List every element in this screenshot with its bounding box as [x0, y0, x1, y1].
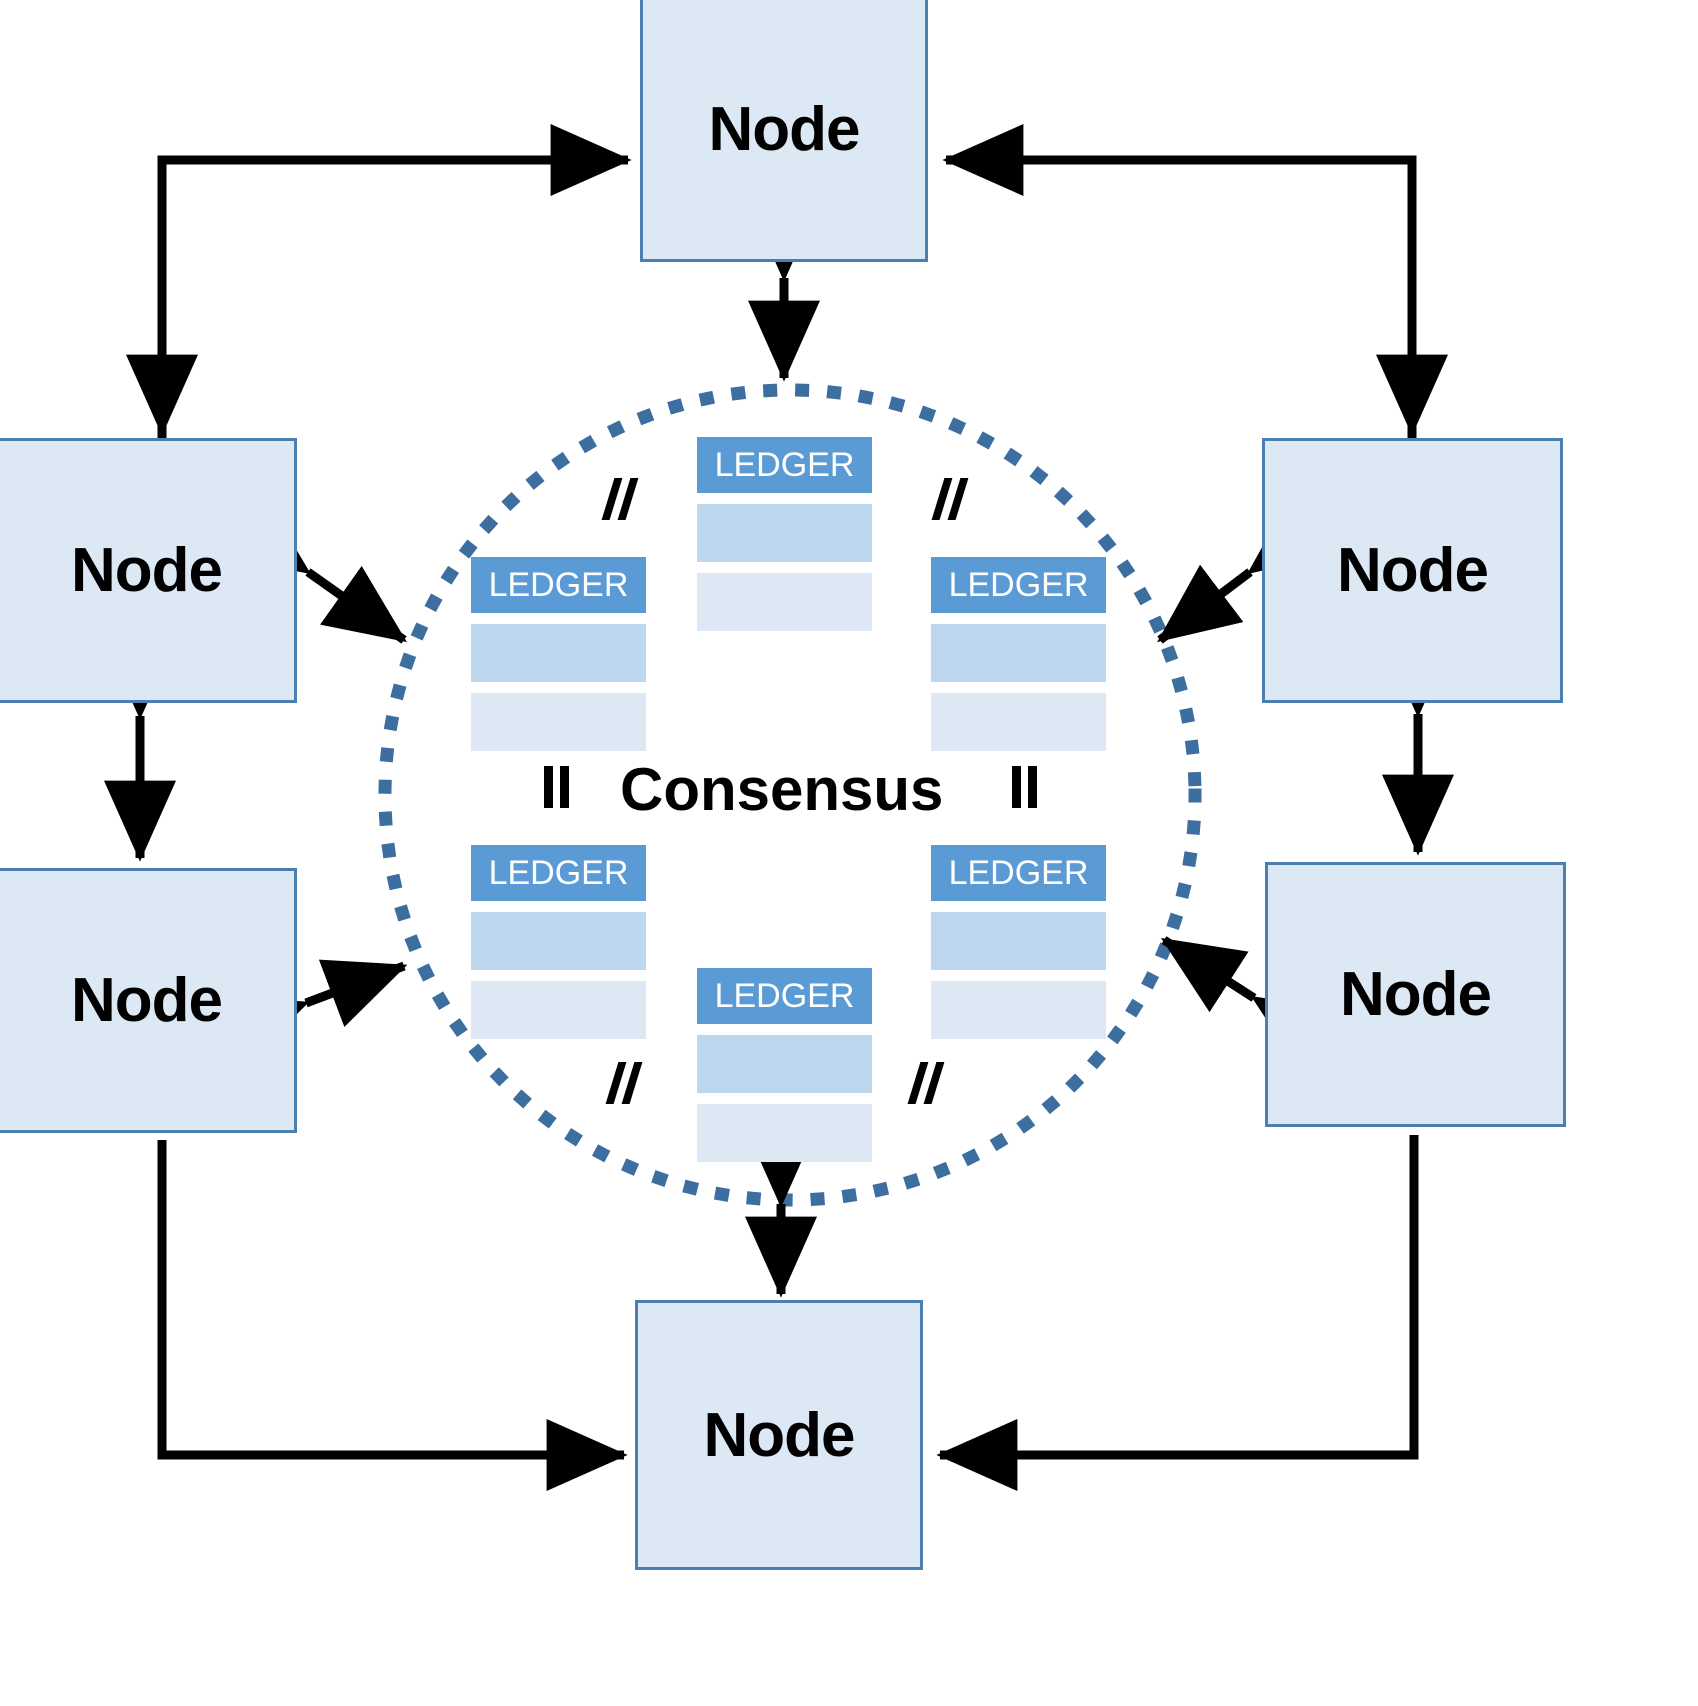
ledger-bottom-row-1 — [697, 1035, 872, 1093]
node-right-upper-label: Node — [1337, 536, 1489, 605]
node-left-upper-label: Node — [71, 536, 223, 605]
node-left-upper[interactable]: Node — [0, 438, 297, 703]
node-right-lower-label: Node — [1340, 960, 1492, 1029]
ledger-top-row-2 — [697, 573, 872, 631]
ledger-top[interactable]: LEDGER — [697, 437, 872, 631]
node-top-label: Node — [708, 94, 861, 164]
ledger-bottom-row-2 — [697, 1104, 872, 1162]
equals-icon-bottom-right — [907, 1062, 945, 1104]
equals-icon-top-right — [931, 478, 969, 520]
consensus-label: Consensus — [620, 756, 944, 823]
node-right-upper[interactable]: Node — [1262, 438, 1563, 703]
node-left-lower-label: Node — [71, 966, 223, 1035]
ledger-upper-left-row-1 — [471, 624, 646, 682]
node-bottom[interactable]: Node — [635, 1300, 923, 1570]
ledger-top-row-1 — [697, 504, 872, 562]
ledger-lower-left-header: LEDGER — [471, 845, 646, 901]
ledger-upper-right-row-1 — [931, 624, 1106, 682]
ledger-lower-right-row-2 — [931, 981, 1106, 1039]
arrow-left-upper-consensus — [224, 497, 407, 644]
node-right-lower[interactable]: Node — [1265, 862, 1566, 1127]
equals-icon-mid-right — [1008, 766, 1042, 808]
ledger-upper-left-row-2 — [471, 693, 646, 751]
ledger-upper-left-header: LEDGER — [471, 557, 646, 613]
ledger-lower-right[interactable]: LEDGER — [931, 845, 1106, 1039]
arrow-left-upper-to-top — [157, 124, 632, 470]
ledger-upper-right-row-2 — [931, 693, 1106, 751]
ledger-bottom[interactable]: LEDGER — [697, 968, 872, 1162]
arrow-right-upper-consensus — [1157, 496, 1334, 644]
equals-icon-bottom-left — [605, 1062, 643, 1104]
arrow-left-lower-consensus — [220, 959, 408, 1065]
equals-icon-top-left — [601, 478, 639, 520]
ledger-top-header: LEDGER — [697, 437, 872, 493]
arrow-right-lower-to-bottom — [936, 1135, 1419, 1491]
ledger-lower-left-row-1 — [471, 912, 646, 970]
node-bottom-label: Node — [703, 1400, 856, 1470]
ledger-lower-right-row-1 — [931, 912, 1106, 970]
ledger-upper-left[interactable]: LEDGER — [471, 557, 646, 751]
ledger-lower-left-row-2 — [471, 981, 646, 1039]
arrow-left-lower-to-bottom — [157, 1140, 628, 1491]
ledger-upper-right-header: LEDGER — [931, 557, 1106, 613]
node-left-lower[interactable]: Node — [0, 868, 297, 1133]
arrow-right-upper-to-top — [942, 124, 1417, 470]
node-top[interactable]: Node — [640, 0, 928, 262]
ledger-upper-right[interactable]: LEDGER — [931, 557, 1106, 751]
ledger-lower-right-header: LEDGER — [931, 845, 1106, 901]
ledger-lower-left[interactable]: LEDGER — [471, 845, 646, 1039]
arrow-right-lower-consensus — [1160, 936, 1339, 1071]
equals-icon-mid-left — [540, 766, 574, 808]
ledger-bottom-header: LEDGER — [697, 968, 872, 1024]
